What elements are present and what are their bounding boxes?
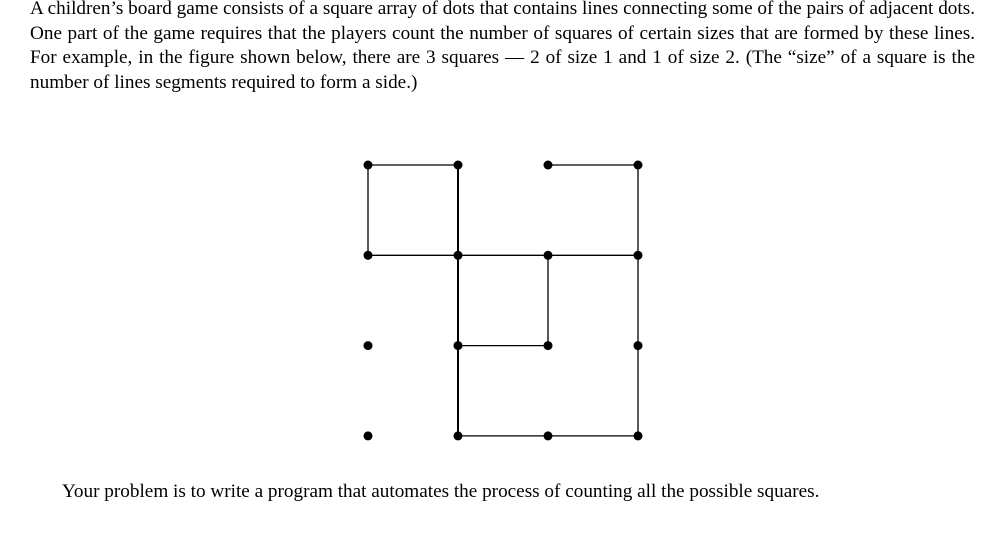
grid-dot [543, 431, 553, 441]
grid-dot [543, 160, 553, 170]
intro-paragraph: A children’s board game consists of a sq… [30, 0, 975, 93]
grid-dot [453, 431, 463, 441]
grid-dot [633, 431, 643, 441]
grid-dot [453, 341, 463, 351]
grid-dot [363, 341, 373, 351]
grid-dot [363, 160, 373, 170]
grid-dot [633, 160, 643, 170]
grid-dot [363, 250, 373, 260]
grid-dot [453, 250, 463, 260]
grid-dot [633, 250, 643, 260]
grid-dot [453, 160, 463, 170]
problem-paragraph: Your problem is to write a program that … [62, 481, 820, 502]
grid-dot [363, 431, 373, 441]
grid-dot [543, 341, 553, 351]
grid-dot [633, 341, 643, 351]
grid-dot [543, 250, 553, 260]
